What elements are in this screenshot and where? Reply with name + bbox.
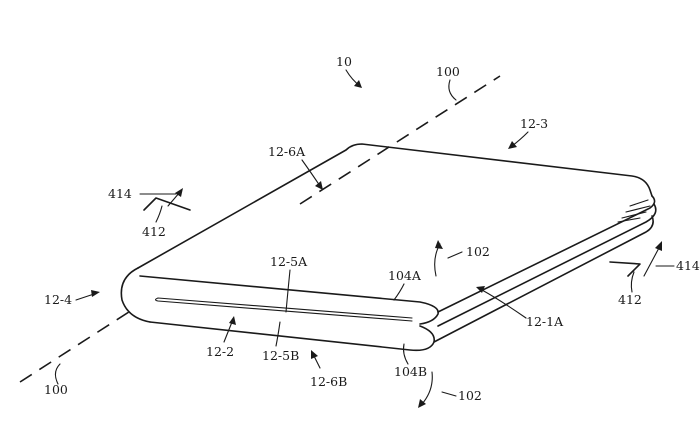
arrowhead-102-lower — [418, 399, 426, 408]
arrowhead-102-upper — [435, 240, 443, 249]
label-12-5B: 12-5B — [262, 348, 299, 363]
label-12-3: 12-3 — [520, 116, 548, 131]
label-104B: 104B — [394, 364, 427, 379]
arrowhead-10 — [354, 80, 362, 88]
leader-12-6B — [313, 355, 321, 369]
plane-412-left — [143, 197, 191, 211]
arrowhead-12-1A — [476, 286, 485, 293]
device-upper-layer-edge — [139, 275, 439, 325]
label-12-5A: 12-5A — [270, 254, 308, 269]
leader-412-left — [155, 205, 163, 223]
arrowhead-12-6A — [315, 181, 323, 190]
label-104A: 104A — [388, 268, 422, 283]
label-12-2: 12-2 — [206, 344, 234, 359]
leader-100-bottom — [54, 363, 61, 385]
label-12-6A: 12-6A — [268, 144, 306, 159]
device-right-fold-top — [437, 195, 656, 313]
label-100-top: 100 — [436, 64, 460, 79]
device-right-hinge — [437, 203, 657, 327]
arrowhead-12-3 — [508, 141, 517, 149]
label-100-bottom: 100 — [44, 382, 68, 397]
label-412-left: 412 — [142, 224, 166, 239]
leader-104B — [402, 343, 409, 365]
arrowhead-12-2 — [229, 316, 236, 325]
label-12-6B: 12-6B — [310, 374, 347, 389]
label-10: 10 — [336, 54, 352, 69]
arrowhead-12-4 — [91, 290, 100, 297]
leader-12-5B — [275, 321, 281, 347]
device-top-face — [137, 143, 653, 269]
leader-12-1A — [481, 289, 527, 319]
leader-102-lower — [441, 391, 457, 397]
leader-100-top — [448, 79, 457, 101]
leader-12-2 — [223, 321, 233, 343]
label-12-1A: 12-1A — [526, 314, 564, 329]
leader-102-upper — [447, 251, 463, 259]
leader-412-right — [630, 271, 635, 293]
leader-12-4 — [75, 293, 95, 301]
device-lower-layer-edge — [149, 321, 436, 352]
rotation-arrow-102-lower — [421, 371, 433, 405]
arrowhead-414-left — [175, 188, 183, 197]
label-414-right: 414 — [676, 258, 700, 273]
leader-104A — [393, 283, 405, 301]
device-hinge-lines — [617, 199, 651, 223]
arrowhead-12-6B — [311, 350, 318, 359]
device-left-fold-end — [120, 267, 151, 323]
direction-414-right-arrow — [643, 245, 661, 277]
plane-412-right — [609, 261, 641, 277]
label-12-4: 12-4 — [44, 292, 72, 307]
rotation-arrow-102-upper — [434, 243, 441, 277]
label-102-lower: 102 — [458, 388, 482, 403]
label-412-right: 412 — [618, 292, 642, 307]
device-seam-slot — [154, 297, 413, 322]
leader-12-5A — [285, 269, 291, 313]
label-102-upper: 102 — [466, 244, 490, 259]
arrowhead-414-right — [655, 241, 662, 251]
device-lower-body-edge — [433, 215, 654, 343]
label-414-left: 414 — [108, 186, 132, 201]
fold-axis-line — [19, 75, 501, 383]
